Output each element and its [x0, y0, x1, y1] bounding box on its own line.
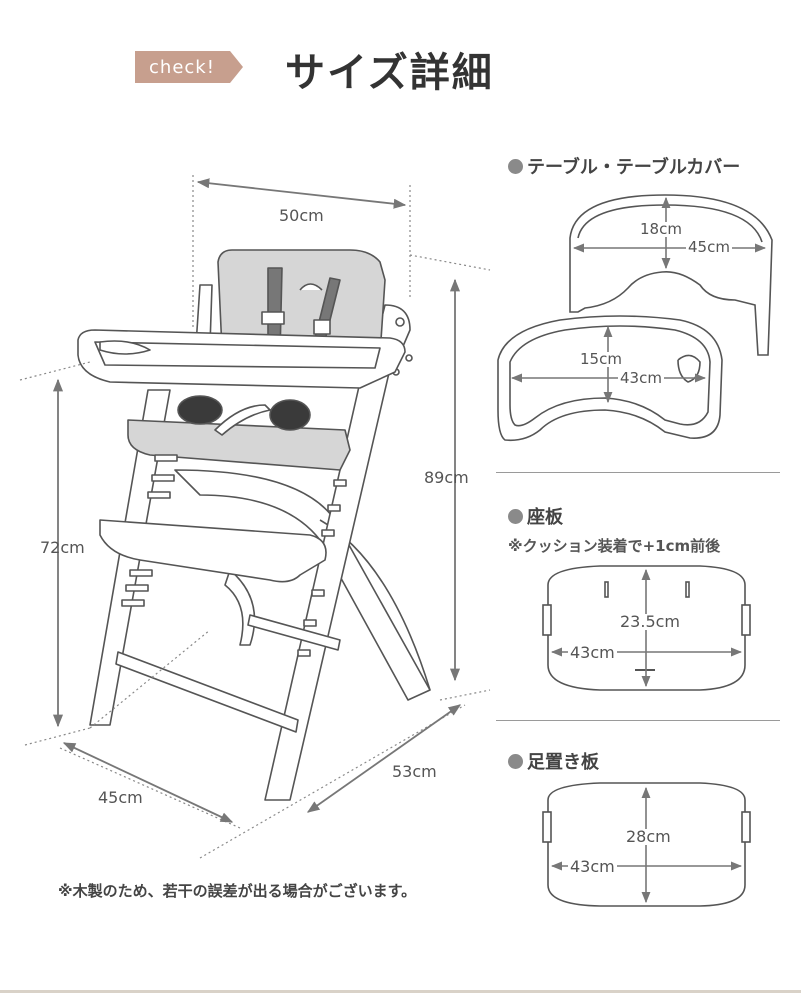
dim-depth-right: 53cm	[392, 762, 437, 781]
footrest-section-heading: 足置き板	[508, 748, 599, 774]
dim-cover-width: 45cm	[686, 238, 732, 256]
dim-table-width: 43cm	[618, 369, 664, 387]
dim-height-total: 89cm	[424, 468, 469, 487]
dim-cover-depth: 18cm	[638, 220, 684, 238]
seat-section-heading: 座板	[508, 503, 563, 529]
section-divider	[496, 720, 780, 721]
dim-footrest-depth: 28cm	[624, 827, 673, 846]
seat-cushion-note: ※クッション装着で+1cm前後	[508, 537, 721, 555]
dim-footrest-width: 43cm	[568, 857, 617, 876]
bullet-dot-icon	[508, 753, 523, 769]
dim-height-tray: 72cm	[40, 538, 85, 557]
check-tag: check!	[135, 51, 243, 83]
section-divider	[496, 472, 780, 473]
bullet-dot-icon	[508, 158, 523, 174]
chair-dimension-lines	[19, 175, 491, 859]
dim-width-top: 50cm	[279, 206, 324, 225]
page-title: サイズ詳細	[285, 50, 494, 96]
high-chair-illustration	[77, 249, 431, 801]
bullet-dot-icon	[508, 508, 523, 524]
table-section-heading: テーブル・テーブルカバー	[508, 153, 740, 179]
dim-depth-left: 45cm	[98, 788, 143, 807]
dim-seat-width: 43cm	[568, 643, 617, 662]
dim-table-depth: 15cm	[578, 350, 624, 368]
footnote: ※木製のため、若干の誤差が出る場合がございます。	[58, 882, 417, 900]
bottom-border	[0, 990, 801, 993]
dim-seat-depth: 23.5cm	[618, 612, 683, 631]
